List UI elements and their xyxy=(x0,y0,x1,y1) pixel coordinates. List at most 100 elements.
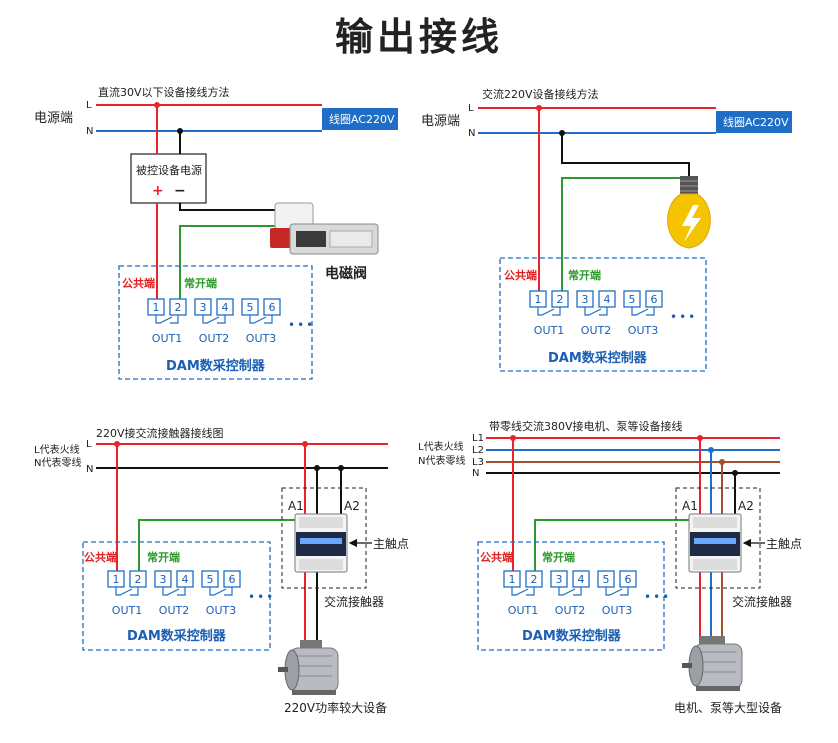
panel4-contactor-label: 交流接触器 xyxy=(732,594,792,609)
panel1-coil-label: 线圈AC220V xyxy=(329,112,395,126)
terminal-number: 1 xyxy=(113,573,120,586)
panel3-common-label: 公共端 xyxy=(84,550,117,564)
output-label: OUT1 xyxy=(112,604,142,617)
panel3-controller-box xyxy=(82,541,271,651)
more-outputs-ellipsis: ••• xyxy=(670,310,697,324)
panel1-caption: 直流30V以下设备接线方法 xyxy=(98,85,230,99)
terminal-number: 2 xyxy=(135,573,142,586)
panel1-source-label: 电源端 xyxy=(34,111,73,126)
panel2-green-wire xyxy=(561,177,689,292)
more-outputs-ellipsis: ••• xyxy=(248,590,275,604)
panel2-black-to-lamp xyxy=(561,133,690,178)
panel4-caption: 带零线交流380V接电机、泵等设备接线 xyxy=(489,419,683,433)
panel4-line-L3: L3 xyxy=(472,457,484,468)
panel1-line-N: N xyxy=(86,126,93,137)
terminal-number: 5 xyxy=(629,293,636,306)
panel2-line-N: N xyxy=(468,128,475,139)
output-label: OUT1 xyxy=(508,604,538,617)
terminal-number: 3 xyxy=(200,301,207,314)
panel1-plus: + xyxy=(152,183,164,199)
panel2-controller-label: DAM数采控制器 xyxy=(548,350,648,366)
output-label: OUT1 xyxy=(152,332,182,345)
panel4-a1-label: A1 xyxy=(682,499,698,513)
output-label: OUT3 xyxy=(628,324,658,337)
relay-switch-icon xyxy=(249,315,273,324)
panel3-contactor-label: 交流接触器 xyxy=(324,594,384,609)
relay-switch-icon xyxy=(511,587,535,596)
output-label: OUT2 xyxy=(581,324,611,337)
relay-switch-icon xyxy=(209,587,233,596)
contactor-icon xyxy=(688,513,742,573)
output-label: OUT2 xyxy=(555,604,585,617)
terminal-number: 2 xyxy=(175,301,182,314)
terminal-number: 1 xyxy=(535,293,542,306)
terminal-number: 1 xyxy=(153,301,160,314)
motor-icon xyxy=(682,636,743,691)
panel4-contactor-frame xyxy=(675,487,761,589)
panel3-contactor-frame xyxy=(281,487,367,589)
panel2-coil-box xyxy=(716,111,792,133)
relay-switch-icon xyxy=(584,307,608,316)
output-label: OUT1 xyxy=(534,324,564,337)
terminal-number: 4 xyxy=(182,573,189,586)
panel4-no-label: 常开端 xyxy=(542,550,575,564)
terminal-number: 2 xyxy=(557,293,564,306)
panel2-coil-label: 线圈AC220V xyxy=(723,115,789,129)
panel3-line-L: L xyxy=(86,439,92,450)
panel4-line-N: N xyxy=(472,468,479,479)
panel1-black-to-valve xyxy=(179,203,283,211)
terminal-number: 6 xyxy=(651,293,658,306)
panel3-device-label: 220V功率较大设备 xyxy=(284,700,387,715)
terminal-number: 5 xyxy=(603,573,610,586)
panel-dc-wiring: 直流30V以下设备接线方法 电源端 L N 线圈AC220V 被控设备电源 + … xyxy=(34,85,398,380)
terminal-number: 6 xyxy=(625,573,632,586)
panel1-valve-label: 电磁阀 xyxy=(325,265,367,282)
panel2-common-label: 公共端 xyxy=(504,268,537,282)
panel2-source-label: 电源端 xyxy=(421,114,460,129)
panel1-minus: − xyxy=(174,183,186,199)
panel3-line-N: N xyxy=(86,464,93,475)
panel4-controller-label: DAM数采控制器 xyxy=(522,628,622,644)
panel3-main-contact-label: 主触点 xyxy=(373,537,409,551)
panel2-line-L: L xyxy=(468,103,474,114)
terminal-number: 3 xyxy=(582,293,589,306)
terminal-number: 3 xyxy=(160,573,167,586)
terminal-number: 2 xyxy=(531,573,538,586)
terminal-number: 5 xyxy=(247,301,254,314)
relay-switch-icon xyxy=(605,587,629,596)
relay-switch-icon xyxy=(162,587,186,596)
contactor-icon xyxy=(294,513,348,573)
panel4-device-label: 电机、泵等大型设备 xyxy=(674,701,782,715)
panel-contactor-220: 220V接交流接触器接线图 L代表火线 N代表零线 L N A1 A2 主触点 … xyxy=(34,426,409,715)
more-outputs-ellipsis: ••• xyxy=(644,590,671,604)
terminal-number: 4 xyxy=(578,573,585,586)
panel1-supply-box xyxy=(130,153,207,204)
terminal-number: 3 xyxy=(556,573,563,586)
panel4-green-wire xyxy=(534,519,690,572)
terminal-number: 6 xyxy=(229,573,236,586)
panel3-caption: 220V接交流接触器接线图 xyxy=(96,426,224,440)
output-label: OUT3 xyxy=(206,604,236,617)
output-label: OUT2 xyxy=(159,604,189,617)
panel4-live-label: L代表火线 xyxy=(418,440,464,453)
panel4-common-label: 公共端 xyxy=(480,550,513,564)
panel1-green-wire xyxy=(179,225,300,300)
terminal-number: 1 xyxy=(509,573,516,586)
page-title: 输出接线 xyxy=(334,15,503,59)
panel3-a2-label: A2 xyxy=(344,499,360,513)
terminal-number: 6 xyxy=(269,301,276,314)
terminal-number: 5 xyxy=(207,573,214,586)
output-label: OUT3 xyxy=(602,604,632,617)
solenoid-valve-icon xyxy=(270,202,379,255)
terminal-number: 4 xyxy=(222,301,229,314)
panel-contactor-380: 带零线交流380V接电机、泵等设备接线 L代表火线 N代表零线 L1 L2 L3… xyxy=(418,419,802,715)
panel4-a2-label: A2 xyxy=(738,499,754,513)
panel2-no-label: 常开端 xyxy=(568,268,601,282)
light-bulb-icon xyxy=(667,176,711,249)
